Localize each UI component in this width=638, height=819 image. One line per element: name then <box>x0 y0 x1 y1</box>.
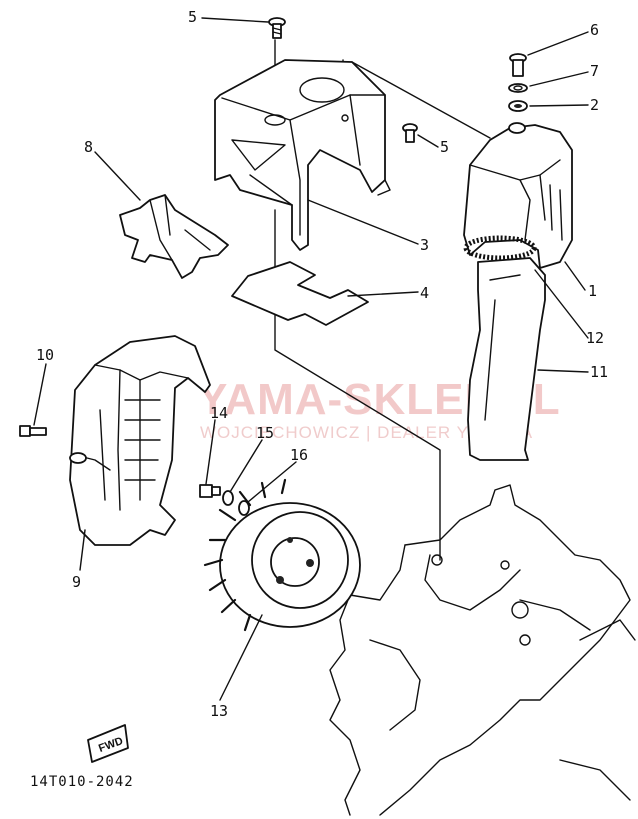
nut-part-14 <box>199 484 221 498</box>
washer-part-7 <box>508 83 528 93</box>
flywheel-part-13 <box>203 478 361 632</box>
callout-3: 3 <box>420 236 429 254</box>
callout-14: 14 <box>210 404 228 422</box>
callout-5-top: 5 <box>188 8 197 26</box>
engine-block <box>329 484 636 816</box>
clamp-band-part-12 <box>463 235 537 261</box>
watermark-sub-text: WOJCIECHOWICZ | DEALER YAMAHA <box>200 423 533 442</box>
gasket-part-4 <box>231 261 369 326</box>
callout-1: 1 <box>588 282 597 300</box>
upper-shroud-part-3 <box>214 59 391 251</box>
screw-part-5-right <box>402 123 418 143</box>
fan-housing-part-9 <box>69 335 211 546</box>
washer-part-16 <box>238 500 250 516</box>
callout-leaders <box>33 17 589 701</box>
callout-5-right: 5 <box>440 138 449 156</box>
air-duct-part-1 <box>463 122 573 269</box>
callout-7: 7 <box>590 62 599 80</box>
callout-8: 8 <box>84 138 93 156</box>
callout-2: 2 <box>590 96 599 114</box>
callout-12: 12 <box>586 329 604 347</box>
bracket-part-8 <box>119 194 229 279</box>
fwd-arrow-icon: FWD <box>87 724 129 763</box>
drawing-code: 14T010-2042 <box>30 774 134 790</box>
callout-6: 6 <box>590 21 599 39</box>
callout-15: 15 <box>256 424 274 442</box>
callout-9: 9 <box>72 573 81 591</box>
callout-13: 13 <box>210 702 228 720</box>
bolt-part-6 <box>509 53 527 77</box>
callout-16: 16 <box>290 446 308 464</box>
callout-labels: 1 2 3 4 5 5 6 7 8 9 10 11 12 13 14 15 16 <box>36 8 608 720</box>
washer-part-15 <box>222 490 234 506</box>
callout-10: 10 <box>36 346 54 364</box>
bolt-part-10 <box>19 425 47 437</box>
grommet-part-2 <box>508 100 528 112</box>
screw-part-5-top <box>268 17 286 39</box>
callout-4: 4 <box>420 284 429 302</box>
duct-tube-part-11 <box>467 257 546 461</box>
callout-11: 11 <box>590 363 608 381</box>
